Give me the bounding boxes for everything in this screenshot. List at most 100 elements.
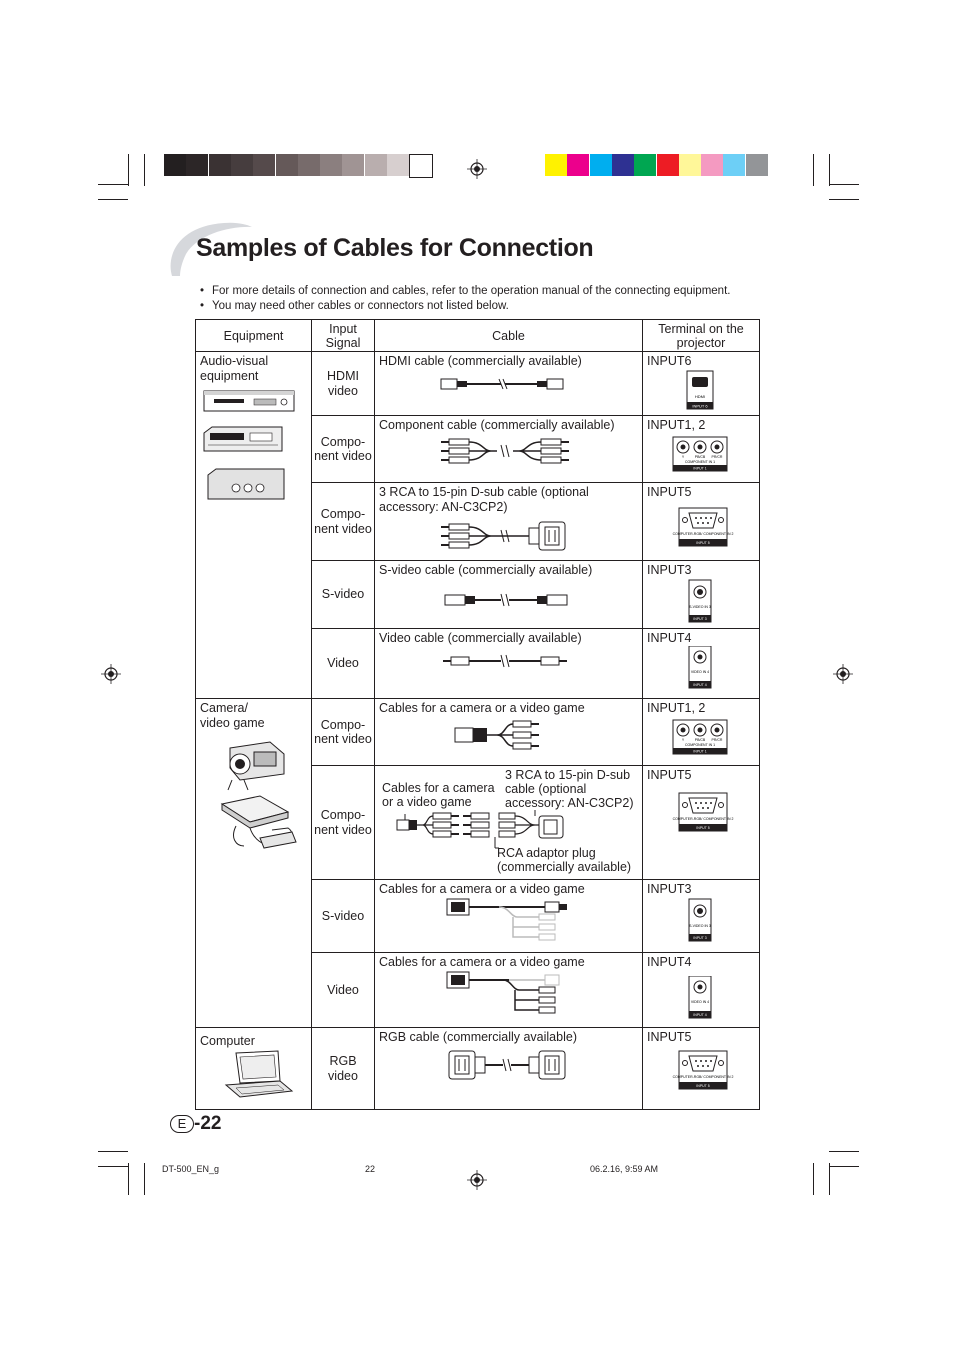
color-swatch: [656, 154, 679, 176]
terminal-caption: INPUT 1: [693, 466, 706, 470]
page-title: Samples of Cables for Connection: [196, 234, 594, 262]
crop-mark: [128, 154, 129, 186]
page-letter-badge: E: [170, 1115, 194, 1133]
bullet-item: •You may need other cables or connectors…: [200, 300, 509, 312]
terminal-caption: S-VIDEO IN 3: [689, 924, 711, 928]
terminal-caption: Y: [682, 738, 685, 742]
terminal-caption: Y: [682, 455, 685, 459]
video-terminal-icon: VIDEO IN 4 INPUT 4: [688, 975, 712, 1018]
crop-mark: [98, 1166, 128, 1167]
cable-cell: Cables for a camera or a video game 3 RC…: [374, 765, 643, 880]
cables-table: Equipment Input Signal Cable Terminal on…: [195, 319, 760, 1110]
table-row: Video Video cable (commercially availabl…: [196, 628, 760, 699]
video-terminal-icon: VIDEO IN 4 INPUT 4: [688, 645, 712, 688]
color-swatch: [230, 154, 253, 176]
page-number-value: -22: [194, 1113, 222, 1134]
cable-cell: RGB cable (commercially available): [374, 1027, 643, 1110]
terminal-caption: INPUT 4: [693, 683, 706, 687]
crop-mark: [829, 184, 859, 185]
table-row: Audio-visual equipment: [195, 351, 760, 699]
color-swatch: [253, 154, 276, 176]
color-swatch: [567, 154, 590, 176]
svideo-terminal-icon: S-VIDEO IN 3 INPUT 3: [688, 579, 712, 622]
crop-mark: [829, 1163, 830, 1195]
camera-game-illustration: [220, 741, 297, 849]
equipment-cell-camera: Camera/ video game: [195, 698, 312, 1028]
footer-date: 06.2.16, 9:59 AM: [590, 1164, 659, 1174]
bullet-list: •For more details of connection and cabl…: [200, 284, 730, 314]
cable-cell: Cables for a camera or a video game: [374, 698, 643, 766]
cable-cell: 3 RCA to 15-pin D-sub cable (optional ac…: [374, 482, 643, 561]
page-number: E-22: [170, 1113, 221, 1135]
component-cable-illustration: [441, 438, 569, 463]
terminal-caption: INPUT 5: [696, 541, 709, 545]
terminal-caption: COMPUTER-RGB/ COMPONENT IN 2: [673, 817, 734, 821]
terminal-caption: PB/CB: [695, 455, 706, 459]
color-swatch: [634, 154, 657, 176]
terminal-cell: INPUT5 COMPUTER-RGB/ COMPONENT IN 2 INPU…: [642, 1027, 760, 1110]
terminal-caption: PR/CR: [712, 738, 723, 742]
terminal-caption: COMPUTER-RGB/ COMPONENT IN 2: [673, 1075, 734, 1079]
cable-cell: Cables for a camera or a video game: [374, 879, 643, 953]
terminal-cell: INPUT5 COMPUTER-RGB/ COMPONENT IN 2 INPU…: [642, 482, 760, 561]
terminal-cell: INPUT5 COMPUTER-RGB/ COMPONENT IN 2 INPU…: [642, 765, 760, 880]
signal-cell: RGB video: [311, 1027, 375, 1110]
color-swatch: [701, 154, 724, 176]
color-swatch: [745, 154, 768, 176]
svideo-terminal-icon: S-VIDEO IN 3 INPUT 3: [688, 898, 712, 941]
color-swatch: [678, 154, 701, 176]
hdmi-cable-illustration: [440, 378, 564, 389]
video-cable-illustration: [443, 654, 567, 667]
adaptor-cable-box: Cables for a camera or a video game 3 RC…: [375, 766, 642, 879]
component-terminal-icon: Y PB/CB PR/CR COMPONENT IN 1 INPUT 1: [672, 719, 728, 754]
crop-mark: [128, 1163, 129, 1195]
terminal-cell: INPUT4 VIDEO IN 4 INPUT 4: [642, 628, 760, 699]
crop-mark: [813, 1163, 814, 1195]
camera-video-cable-illustration: [446, 971, 560, 1013]
equipment-cell-av: Audio-visual equipment: [195, 351, 312, 699]
color-swatch: [320, 154, 343, 176]
table-row: S-video S-video cable (commercially avai…: [196, 560, 760, 629]
crop-mark: [98, 199, 128, 200]
crop-mark: [144, 1163, 145, 1195]
terminal-caption: INPUT 1: [693, 749, 706, 753]
svideo-cable-illustration: [444, 593, 568, 606]
table-header-row: Equipment Input Signal Cable Terminal on…: [195, 319, 760, 352]
signal-cell: Compo- nent video: [311, 482, 375, 561]
terminal-caption: COMPONENT IN 1: [685, 743, 715, 747]
terminal-caption: PR/CR: [712, 455, 723, 459]
laptop-illustration: [224, 1049, 294, 1098]
color-swatch: [723, 154, 746, 176]
terminal-cell: INPUT4 VIDEO IN 4 INPUT 4: [642, 952, 760, 1028]
table-row: Compo- nent video Component cable (comme…: [196, 415, 760, 483]
terminal-cell: INPUT1, 2 Y PB/CB PR/CR COMPONENT IN 1 I…: [642, 698, 760, 766]
header-equipment: Equipment: [195, 319, 312, 352]
adaptor-cable-illustration: [396, 810, 564, 849]
terminal-caption: INPUT 5: [696, 826, 709, 830]
table-row: Camera/ video game Compo- nent video: [195, 698, 760, 1028]
terminal-caption: HDMI: [695, 394, 705, 399]
crop-mark: [829, 199, 859, 200]
crop-mark: [813, 154, 814, 186]
color-swatch: [364, 154, 387, 176]
header-cable: Cable: [374, 319, 643, 352]
color-swatch: [275, 154, 298, 176]
signal-cell: S-video: [311, 879, 375, 953]
terminal-caption: PB/CB: [695, 738, 706, 742]
terminal-caption: COMPONENT IN 1: [685, 460, 715, 464]
rgb-cable-illustration: [448, 1050, 566, 1079]
terminal-caption: VIDEO IN 4: [691, 670, 709, 674]
table-row: Computer RGB video RGB cable (commercial…: [195, 1027, 760, 1110]
signal-cell: Video: [311, 952, 375, 1028]
signal-cell: Compo- nent video: [311, 698, 375, 766]
color-swatch: [387, 154, 409, 176]
terminal-cell: INPUT1, 2 Y PB/CB PR/CR COMPONENT IN 1 I…: [642, 415, 760, 483]
footer-page: 22: [365, 1164, 376, 1174]
component-terminal-icon: Y PB/CB PR/CR COMPONENT IN 1 INPUT 1: [672, 436, 728, 471]
terminal-caption: INPUT 3: [693, 936, 706, 940]
terminal-caption: INPUT 4: [693, 1013, 706, 1017]
color-swatch: [611, 154, 634, 176]
footer-file-name: DT-500_EN_g: [162, 1164, 220, 1174]
title-swoosh-graphic: [170, 222, 252, 276]
registration-mark-icon: [833, 664, 853, 684]
